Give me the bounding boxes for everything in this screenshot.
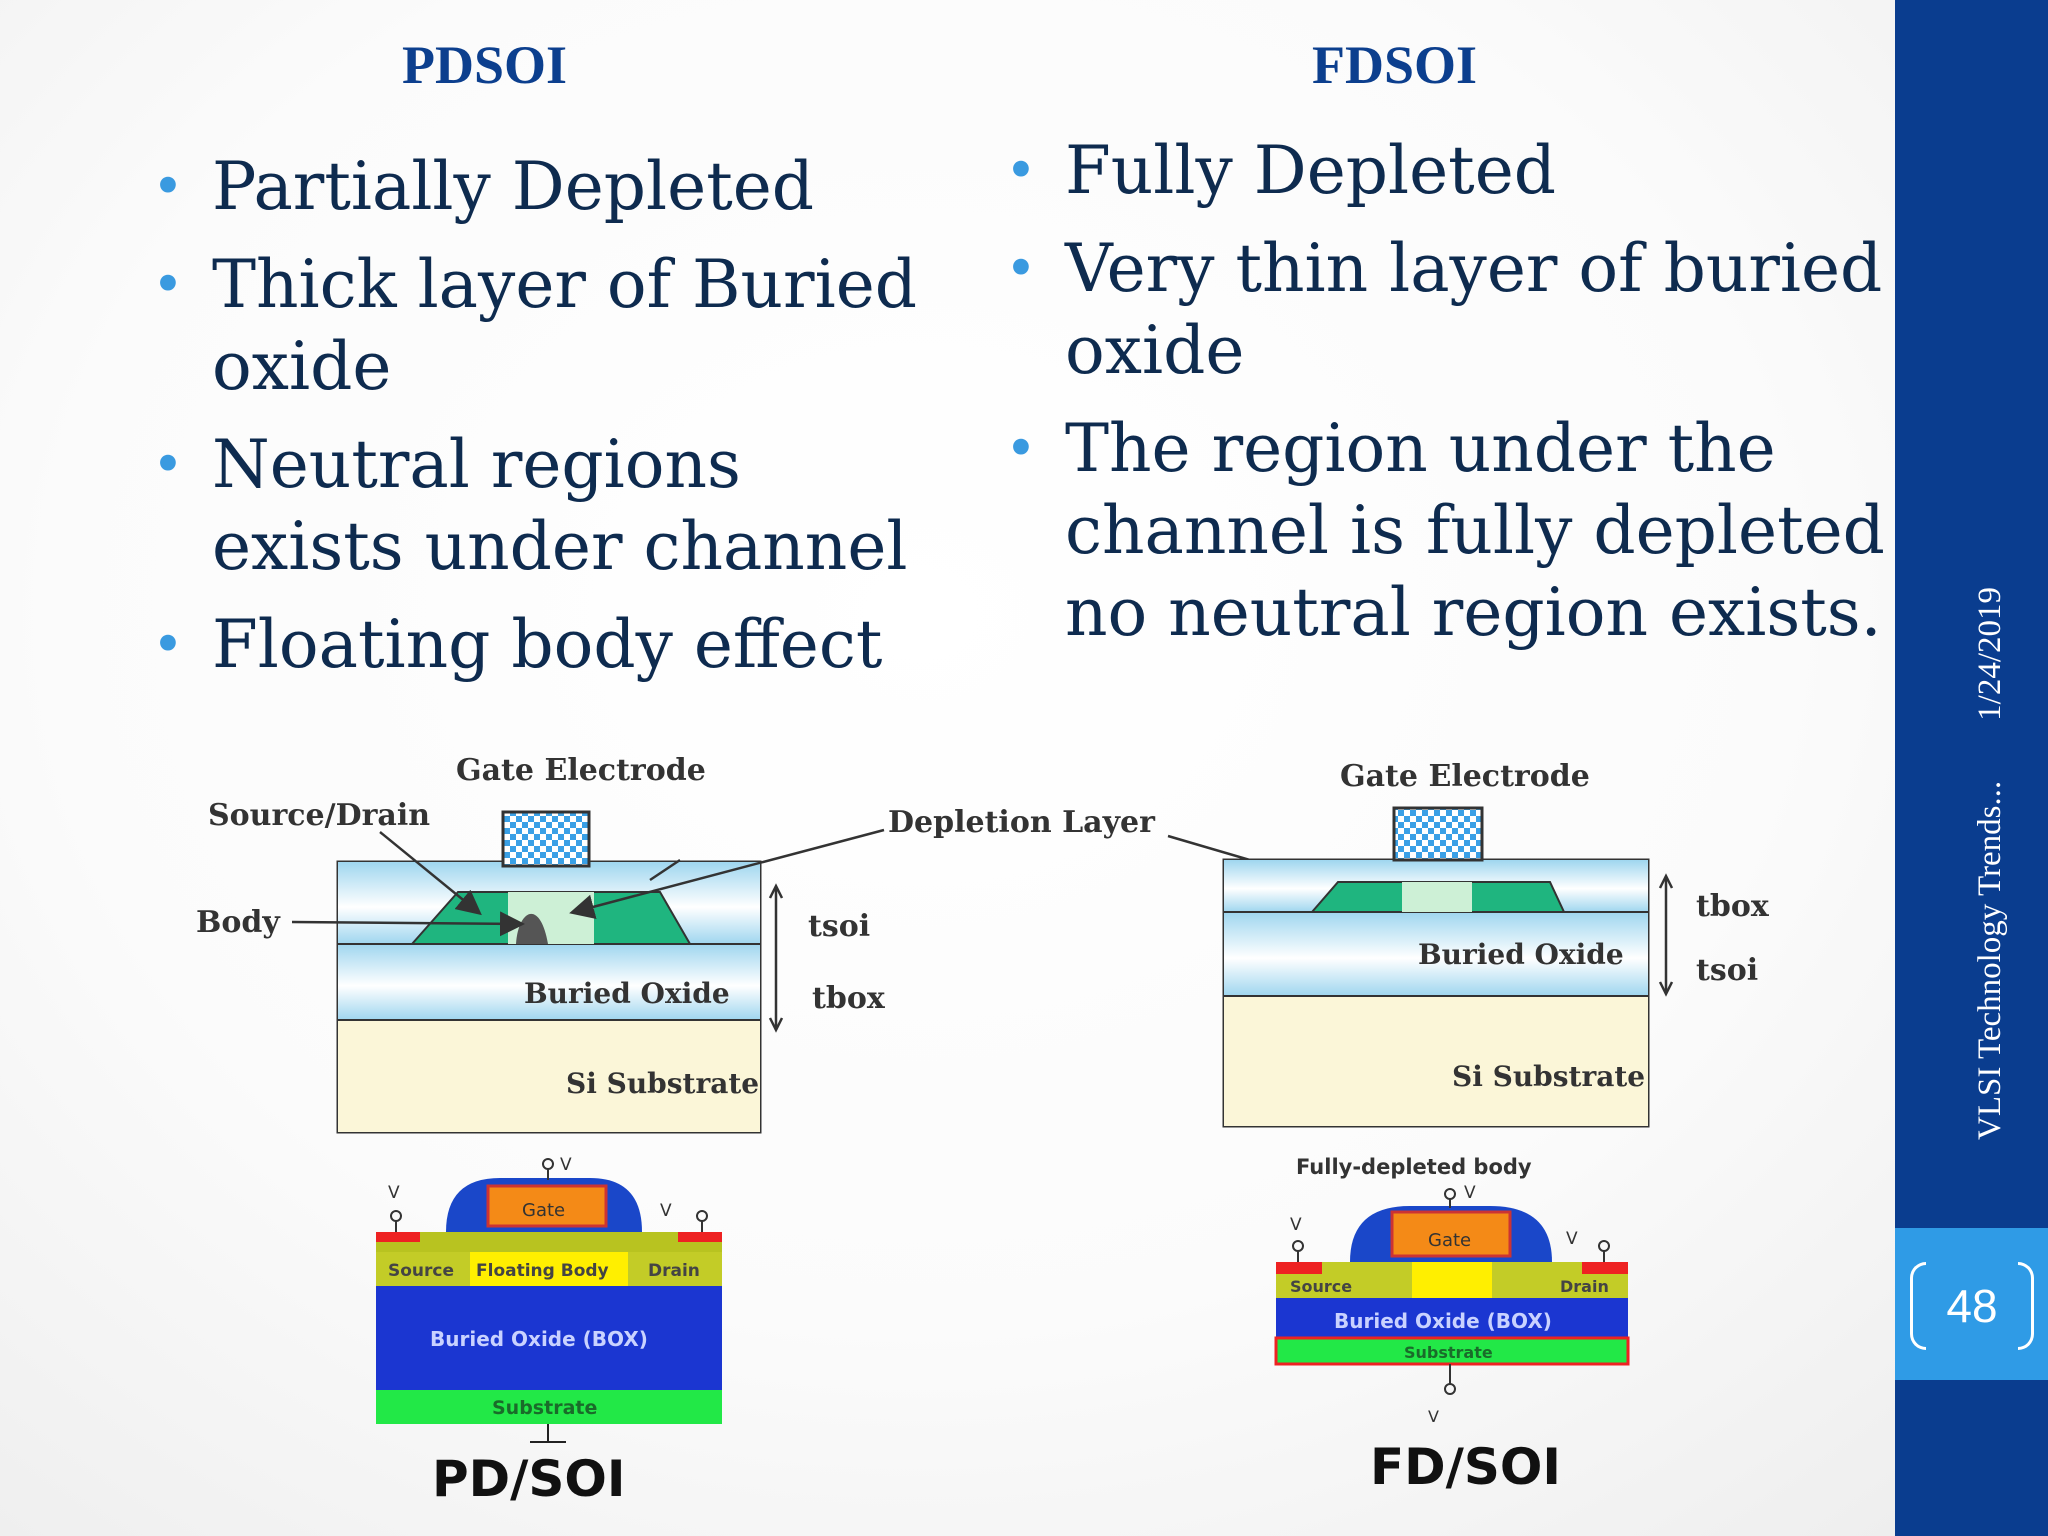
fd-schematic: Fully-depleted body Gate Source Drain Bu… [1274,1155,1630,1496]
fdsoi-bullet: The region under the channel is fully de… [1005,408,1885,654]
pd-gate-electrode-label: Gate Electrode [456,753,706,788]
fd-soi-label: FD/SOI [1370,1438,1561,1496]
pd-tbox-label: tbox [812,981,886,1016]
fd-source-text: Source [1290,1277,1352,1296]
fd-box-text: Buried Oxide (BOX) [1334,1309,1552,1333]
fdsoi-bullet-list: Fully Depleted Very thin layer of buried… [1005,130,1885,670]
pd-gate-text: Gate [522,1200,565,1221]
pd-vd-text: V [660,1201,672,1221]
fd-vg-text: V [1464,1183,1476,1203]
fd-body-label: Fully-depleted body [1296,1155,1532,1179]
sidebar-vertical-text: VLSI Technology Trends... 1/24/2019 [1972,460,2009,1140]
date-text: 1/24/2019 [1972,586,2008,721]
pd-vg-text: V [560,1155,572,1175]
fdsoi-bullet-clip: Fully Depleted Very thin layer of buried… [1005,130,1885,715]
pd-soi-label: PD/SOI [432,1450,626,1508]
pdsoi-title: PDSOI [402,35,568,95]
fd-gate-text: Gate [1428,1230,1471,1251]
pd-body-label: Body [196,905,281,940]
fd-gate-electrode-label: Gate Electrode [1340,759,1590,794]
pd-drain-text: Drain [648,1261,700,1281]
fd-tbox-label: tbox [1696,889,1770,924]
fdsoi-bullet: Fully Depleted [1005,130,1885,212]
footer-text: VLSI Technology Trends... [1972,780,2008,1140]
fdsoi-title: FDSOI [1312,35,1478,95]
soi-diagram: Gate Electrode Source/Drain Body Buried … [196,753,1770,1508]
pd-source-drain-label: Source/Drain [208,798,430,833]
pd-schematic: Gate Source Floating Body Drain Buried O… [376,1155,722,1508]
page-number-box [1895,1228,2048,1380]
pd-si-substrate-label: Si Substrate [566,1067,759,1100]
pdsoi-bullet: Floating body effect [152,604,942,686]
fd-tsoi-label: tsoi [1696,953,1758,988]
fd-vd-text: V [1566,1229,1578,1249]
depletion-layer-label: Depletion Layer [888,805,1156,840]
fd-cross-section: Gate Electrode Buried Oxide Si Substrate… [1222,759,1770,1128]
pd-tsoi-label: tsoi [808,909,870,944]
pdsoi-bullet: Thick layer of Buried oxide [152,244,942,408]
pd-cross-section: Gate Electrode Source/Drain Body Buried … [196,753,886,1134]
fd-vsub-text: V [1428,1407,1439,1426]
fd-vs-text: V [1290,1215,1302,1235]
fd-si-substrate-label: Si Substrate [1452,1060,1645,1093]
pd-substrate-text: Substrate [492,1397,597,1419]
pd-buried-oxide-label: Buried Oxide [524,977,730,1010]
fd-drain-text: Drain [1560,1277,1609,1296]
pd-floating-body-text: Floating Body [476,1261,609,1281]
pdsoi-bullet-list: Partially Depleted Thick layer of Buried… [152,146,942,702]
fdsoi-bullet: Very thin layer of buried oxide [1005,228,1885,392]
pdsoi-bullet: Partially Depleted [152,146,942,228]
fd-buried-oxide-label: Buried Oxide [1418,938,1624,971]
page-number: 48 [1946,1280,1998,1332]
fd-substrate-text: Substrate [1404,1343,1493,1362]
pd-vs-text: V [388,1183,400,1203]
pdsoi-bullet: Neutral regions exists under channel [152,424,942,588]
pd-source-text: Source [388,1261,454,1281]
pd-box-text: Buried Oxide (BOX) [430,1327,648,1351]
